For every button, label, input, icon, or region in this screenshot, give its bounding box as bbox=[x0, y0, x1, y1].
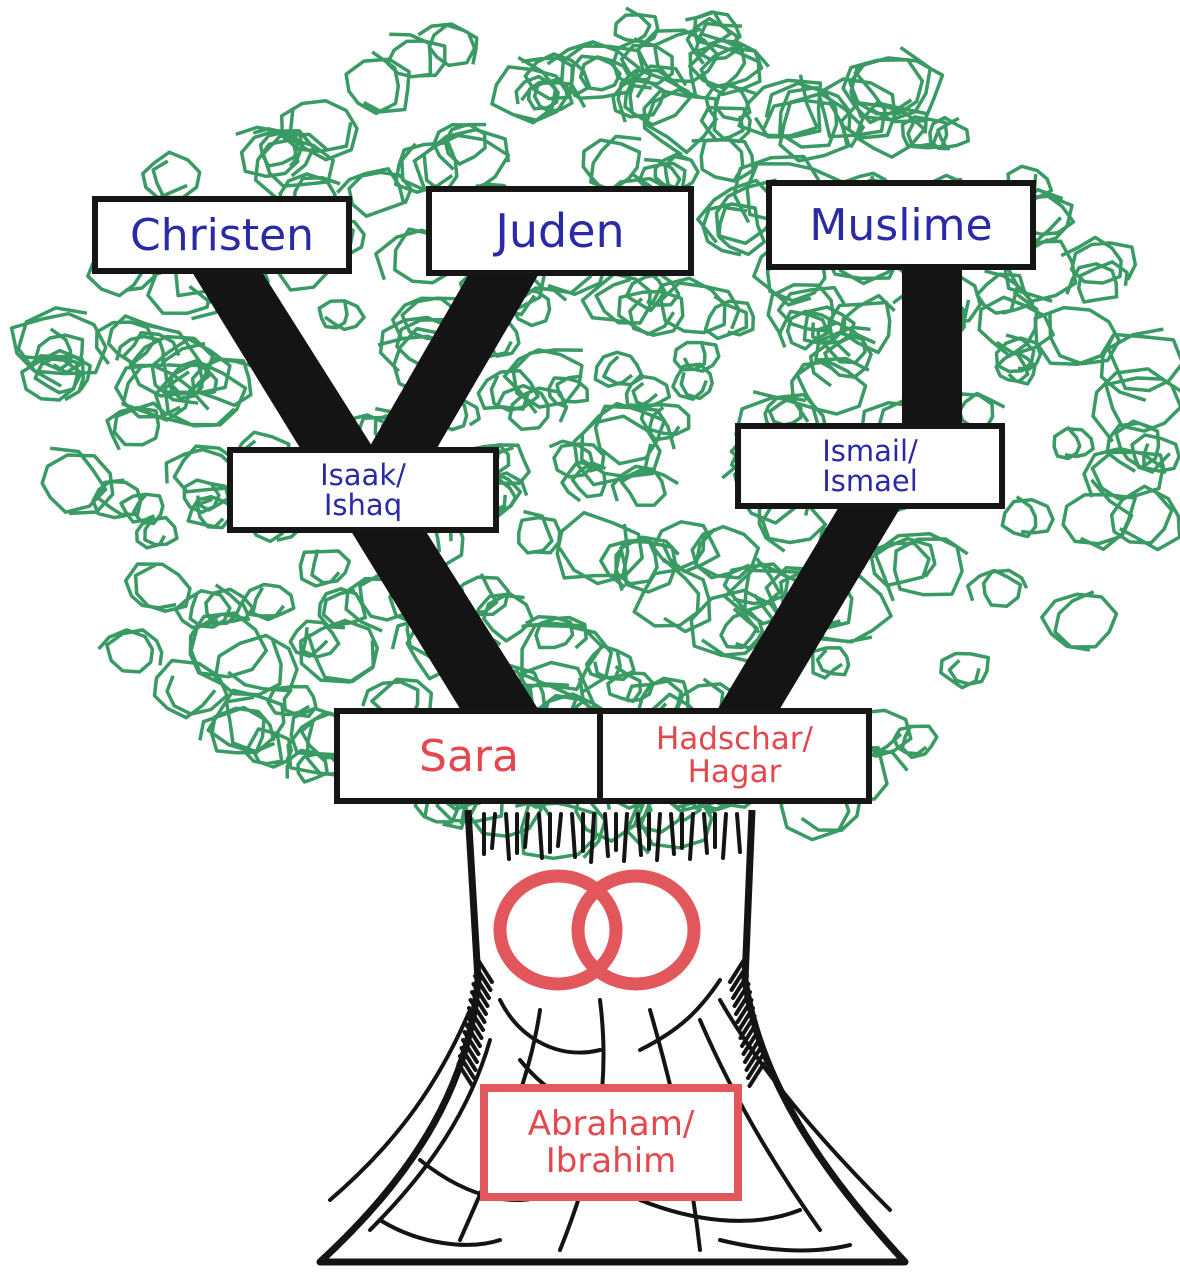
bark-stroke bbox=[591, 814, 594, 862]
crown-scribble bbox=[519, 512, 560, 553]
label-abraham: Abraham/ Ibrahim bbox=[480, 1084, 742, 1201]
label-hadschar: Hadschar/ Hagar bbox=[597, 708, 872, 804]
crown-scribble bbox=[1035, 308, 1119, 365]
bark-stroke bbox=[572, 814, 575, 857]
label-sara: Sara bbox=[334, 708, 604, 804]
bark-stroke bbox=[704, 814, 707, 853]
label-isaak: Isaak/ Ishaq bbox=[227, 447, 499, 533]
crown-scribble bbox=[99, 630, 162, 672]
crown-scribble bbox=[526, 617, 587, 648]
crown-scribble bbox=[1002, 497, 1053, 537]
crown-scribble bbox=[22, 351, 84, 400]
crown-scribble bbox=[612, 466, 678, 505]
crown-scribble bbox=[300, 550, 349, 587]
bark-stroke bbox=[737, 814, 740, 852]
bark-stroke bbox=[605, 814, 608, 856]
bark-stroke bbox=[539, 814, 542, 858]
crown-scribble bbox=[301, 621, 378, 683]
crown-scribble bbox=[703, 204, 764, 255]
crown-scribble bbox=[627, 376, 670, 407]
bark-stroke bbox=[558, 814, 561, 846]
crown-scribble bbox=[813, 648, 849, 678]
crown-scribble bbox=[12, 308, 106, 386]
crown-scribble bbox=[1102, 329, 1180, 400]
crown-scribble bbox=[418, 24, 477, 65]
crown-scribble bbox=[557, 513, 642, 584]
crown-scribble bbox=[675, 341, 719, 371]
crown-scribble bbox=[894, 725, 937, 757]
crown-scribble bbox=[193, 359, 256, 410]
wedding-rings-icon bbox=[500, 876, 694, 984]
crown-scribble bbox=[143, 152, 200, 198]
crown-scribble bbox=[319, 301, 364, 330]
crown-scribble bbox=[208, 690, 284, 752]
branch-muslime bbox=[902, 262, 962, 430]
crown-scribble bbox=[634, 559, 709, 632]
bark-stroke bbox=[624, 814, 627, 861]
bark-stroke bbox=[657, 814, 660, 860]
bark-stroke bbox=[690, 814, 693, 859]
crown-scribble bbox=[977, 271, 1032, 313]
bark-stroke bbox=[723, 814, 726, 858]
label-ismail: Ismail/ Ismael bbox=[735, 423, 1005, 509]
crown-scribble bbox=[107, 403, 167, 450]
crown-scribble bbox=[941, 654, 989, 688]
crown-scribble bbox=[721, 609, 762, 649]
label-juden: Juden bbox=[426, 186, 694, 276]
crown-scribble bbox=[1054, 427, 1093, 459]
crown-scribble bbox=[705, 296, 753, 338]
label-muslime: Muslime bbox=[766, 180, 1036, 270]
crown-scribble bbox=[979, 292, 1053, 356]
crown-scribble bbox=[968, 570, 1027, 606]
label-christen: Christen bbox=[92, 196, 352, 274]
crown-scribble bbox=[692, 140, 754, 181]
bark-stroke bbox=[506, 814, 509, 859]
crown-scribble bbox=[245, 729, 291, 767]
crown-scribble bbox=[1042, 592, 1117, 650]
crown-scribble bbox=[346, 52, 409, 113]
crown-scribble bbox=[829, 296, 895, 356]
crown-scribble bbox=[176, 591, 230, 628]
crown-scribble bbox=[42, 448, 113, 513]
